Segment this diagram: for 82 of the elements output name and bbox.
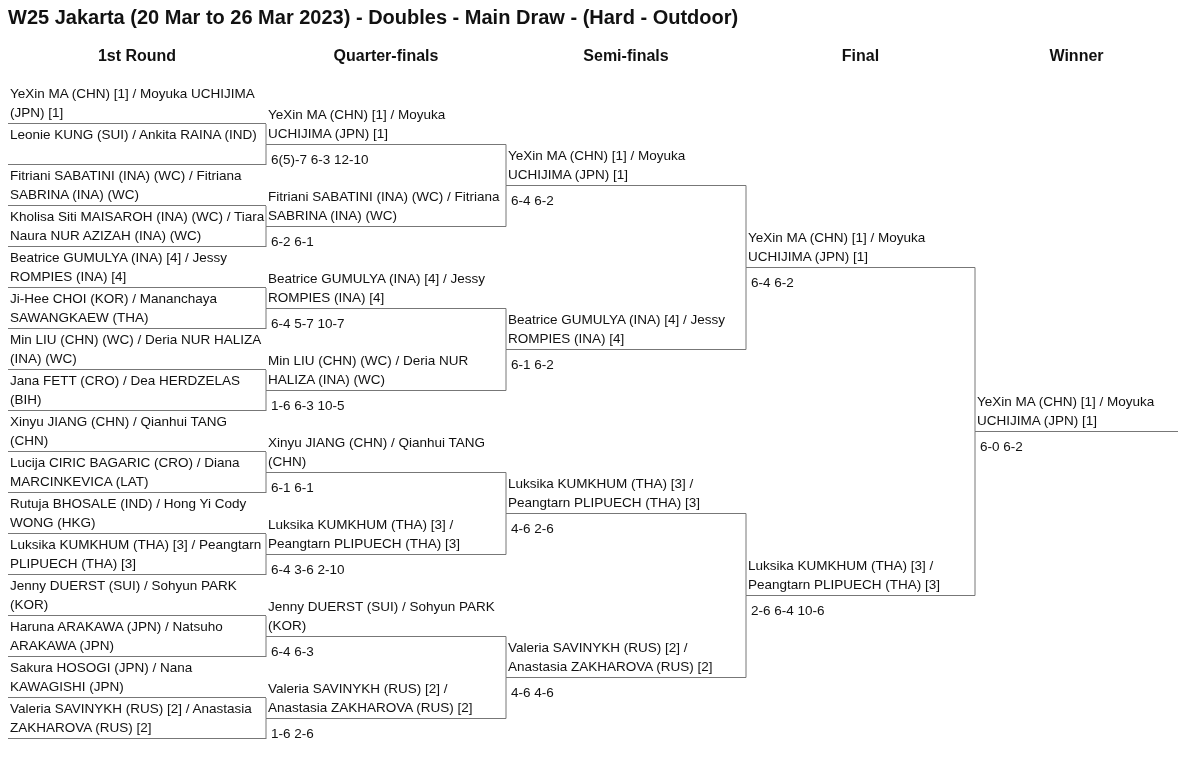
bracket-line: [745, 595, 747, 678]
team-names: Luksika KUMKHUM (THA) [3] / Peangtarn PLIPUECH (THA) [3]: [506, 472, 746, 514]
bracket-line: [265, 615, 267, 637]
bracket-line: [505, 472, 507, 514]
bracket-line: [505, 677, 507, 719]
team-names: Beatrice GUMULYA (INA) [4] / Jessy ROMPIES (INA) [4]: [8, 247, 266, 288]
team-names: Haruna ARAKAWA (JPN) / Natsuho ARAKAWA (JPN): [8, 616, 266, 657]
bracket-line: [265, 226, 267, 248]
bracket-line: [505, 185, 507, 227]
team-names: Xinyu JIANG (CHN) / Qianhui TANG (CHN): [266, 431, 506, 473]
bracket-line: [505, 513, 507, 555]
team-names: YeXin MA (CHN) [1] / Moyuka UCHIJIMA (JPN) [1]: [8, 83, 266, 124]
team-names: Kholisa Siti MAISAROH (INA) (WC) / Tiara Naura NUR AZIZAH (INA) (WC): [8, 206, 266, 247]
round-heading: Winner: [1048, 47, 1105, 65]
team-names: Luksika KUMKHUM (THA) [3] / Peangtarn PLIPUECH (THA) [3]: [746, 554, 975, 596]
bracket-line: [974, 431, 976, 596]
team-names: YeXin MA (CHN) [1] / Moyuka UCHIJIMA (JPN) [1]: [506, 144, 746, 186]
team-names: YeXin MA (CHN) [1] / Moyuka UCHIJIMA (JPN) [1]: [266, 103, 506, 145]
bracket-line: [265, 451, 267, 473]
bracket-line: [505, 349, 507, 391]
team-names: Jenny DUERST (SUI) / Sohyun PARK (KOR): [8, 575, 266, 616]
bracket-line: [745, 267, 747, 350]
bracket-line: [265, 123, 267, 145]
bracket-line: [265, 390, 267, 412]
round-heading: 1st Round: [96, 47, 178, 65]
team-names: Min LIU (CHN) (WC) / Deria NUR HALIZA (INA) (WC): [8, 329, 266, 370]
bracket-line: [745, 513, 747, 596]
match-score: 6-1 6-2: [511, 355, 554, 374]
team-names: Sakura HOSOGI (JPN) / Nana KAWAGISHI (JPN): [8, 657, 266, 698]
team-names: Luksika KUMKHUM (THA) [3] / Peangtarn PLIPUECH (THA) [3]: [8, 534, 266, 575]
bracket-line: [265, 533, 267, 555]
team-names: Valeria SAVINYKH (RUS) [2] / Anastasia ZAKHAROVA (RUS) [2]: [506, 636, 746, 678]
match-score: 4-6 4-6: [511, 683, 554, 702]
match-score: 1-6 2-6: [271, 724, 314, 743]
match-score: 2-6 6-4 10-6: [751, 601, 825, 620]
match-score: 6(5)-7 6-3 12-10: [271, 150, 369, 169]
team-names: YeXin MA (CHN) [1] / Moyuka UCHIJIMA (JPN) [1]: [975, 390, 1178, 432]
match-score: 6-4 6-2: [751, 273, 794, 292]
team-names: Ji-Hee CHOI (KOR) / Mananchaya SAWANGKAEW (THA): [8, 288, 266, 329]
round-heading: Quarter-finals: [332, 47, 440, 65]
team-names: Beatrice GUMULYA (INA) [4] / Jessy ROMPIES (INA) [4]: [506, 308, 746, 350]
team-names: YeXin MA (CHN) [1] / Moyuka UCHIJIMA (JPN) [1]: [746, 226, 975, 268]
match-score: 1-6 6-3 10-5: [271, 396, 345, 415]
match-score: 6-2 6-1: [271, 232, 314, 251]
bracket-line: [265, 287, 267, 309]
bracket-line: [265, 718, 267, 740]
bracket-line: [265, 636, 267, 658]
team-names: Luksika KUMKHUM (THA) [3] / Peangtarn PLIPUECH (THA) [3]: [266, 513, 506, 555]
bracket-line: [265, 697, 267, 719]
match-score: 6-4 6-3: [271, 642, 314, 661]
team-names: Valeria SAVINYKH (RUS) [2] / Anastasia ZAKHAROVA (RUS) [2]: [266, 677, 506, 719]
team-names: Jana FETT (CRO) / Dea HERDZELAS (BIH): [8, 370, 266, 411]
match-score: 6-0 6-2: [980, 437, 1023, 456]
team-names: Rutuja BHOSALE (IND) / Hong Yi Cody WONG (HKG): [8, 493, 266, 534]
bracket-line: [505, 636, 507, 678]
team-names: Beatrice GUMULYA (INA) [4] / Jessy ROMPIES (INA) [4]: [266, 267, 506, 309]
bracket-line: [265, 205, 267, 227]
round-heading: Semi-finals: [582, 47, 670, 65]
team-names: Fitriani SABATINI (INA) (WC) / Fitriana SABRINA (INA) (WC): [8, 165, 266, 206]
match-score: 6-1 6-1: [271, 478, 314, 497]
bracket-line: [265, 308, 267, 330]
bracket-line: [265, 472, 267, 494]
team-names: Valeria SAVINYKH (RUS) [2] / Anastasia ZAKHAROVA (RUS) [2]: [8, 698, 266, 739]
match-score: 6-4 5-7 10-7: [271, 314, 345, 333]
round-heading: Final: [840, 47, 881, 65]
bracket-line: [265, 144, 267, 166]
team-names: Jenny DUERST (SUI) / Sohyun PARK (KOR): [266, 595, 506, 637]
page-title: W25 Jakarta (20 Mar to 26 Mar 2023) - Doubles - Main Draw - (Hard - Outdoor): [8, 6, 739, 29]
team-names: Xinyu JIANG (CHN) / Qianhui TANG (CHN): [8, 411, 266, 452]
team-names: Leonie KUNG (SUI) / Ankita RAINA (IND): [8, 124, 266, 165]
match-score: 6-4 3-6 2-10: [271, 560, 345, 579]
team-names: Min LIU (CHN) (WC) / Deria NUR HALIZA (INA) (WC): [266, 349, 506, 391]
bracket-line: [505, 308, 507, 350]
bracket-line: [265, 369, 267, 391]
bracket-line: [974, 267, 976, 432]
bracket-line: [265, 554, 267, 576]
bracket-line: [745, 185, 747, 268]
match-score: 4-6 2-6: [511, 519, 554, 538]
team-names: Lucija CIRIC BAGARIC (CRO) / Diana MARCINKEVICA (LAT): [8, 452, 266, 493]
match-score: 6-4 6-2: [511, 191, 554, 210]
team-names: Fitriani SABATINI (INA) (WC) / Fitriana SABRINA (INA) (WC): [266, 185, 506, 227]
bracket-line: [505, 144, 507, 186]
